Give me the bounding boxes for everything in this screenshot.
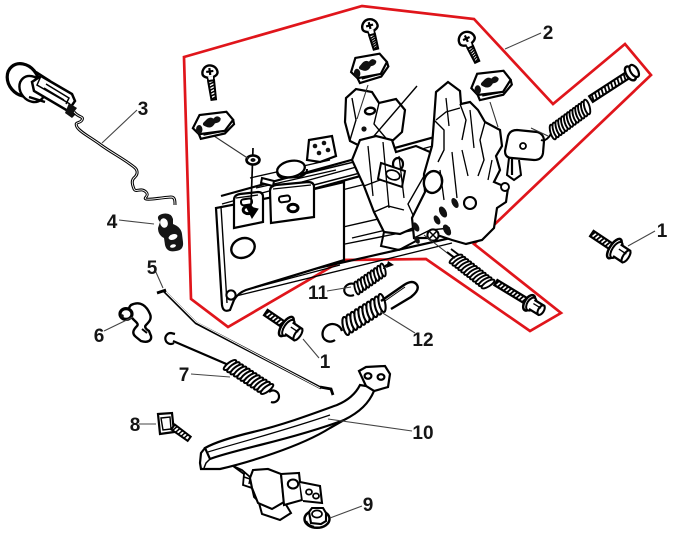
svg-text:9: 9 [363, 495, 374, 516]
svg-text:7: 7 [179, 365, 190, 386]
svg-text:1: 1 [657, 221, 668, 242]
svg-text:2: 2 [543, 23, 554, 44]
svg-text:3: 3 [138, 99, 149, 120]
svg-text:11: 11 [308, 283, 329, 304]
svg-text:8: 8 [130, 415, 141, 436]
svg-text:4: 4 [107, 212, 118, 233]
svg-text:6: 6 [94, 326, 105, 347]
svg-text:12: 12 [412, 330, 433, 351]
svg-text:1: 1 [320, 352, 331, 373]
svg-text:10: 10 [412, 423, 433, 444]
svg-text:5: 5 [147, 258, 158, 279]
